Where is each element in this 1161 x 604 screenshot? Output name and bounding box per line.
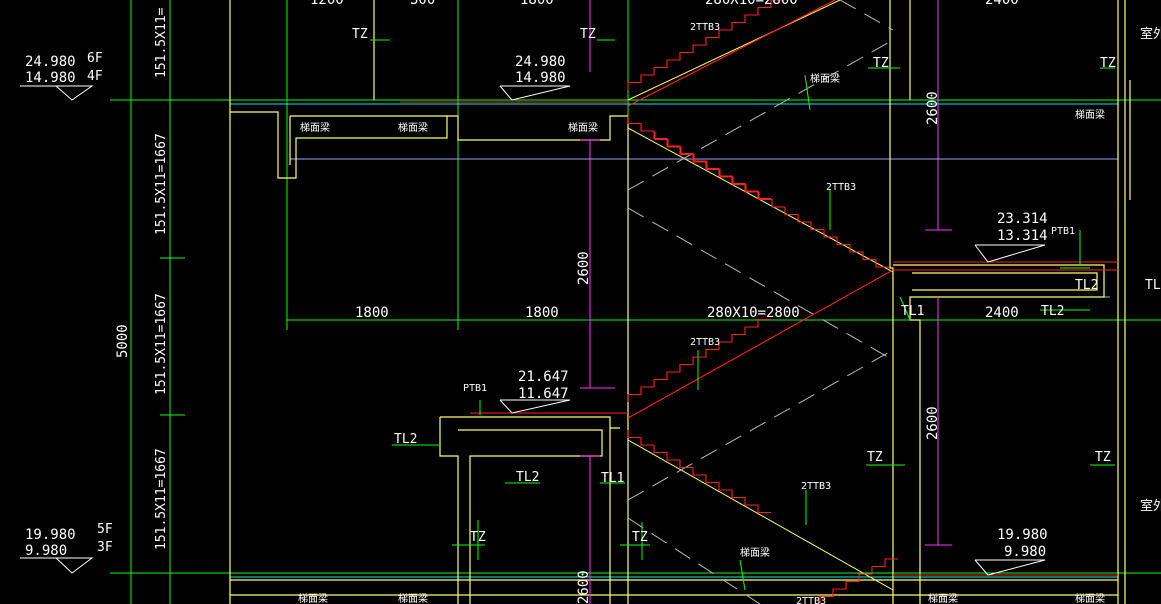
top-dim-3: 1800	[520, 0, 554, 8]
landing-mid-left-b: 11.647	[518, 386, 569, 402]
vertical-dim-1: 151.5X11=1667	[154, 133, 169, 235]
beam-label-9: 梯面梁	[928, 592, 958, 604]
mid-dim-2: 1800	[525, 305, 559, 321]
floor-label-bottom-a: 5F	[97, 522, 113, 537]
stair-label-1: 2TTB3	[690, 22, 720, 33]
landing-top-left-a: 24.980	[515, 54, 566, 70]
hidden-stairs	[627, 0, 894, 604]
stair-label-3: 2TTB3	[690, 337, 720, 348]
tz-label-6: TZ	[1095, 450, 1111, 465]
landing-mid-right-b: 13.314	[997, 228, 1048, 244]
landing-top-left-b: 14.980	[515, 70, 566, 86]
room-label-1: 室外	[1140, 26, 1161, 42]
leader-lines	[370, 39, 1115, 591]
floor-lines	[110, 99, 1161, 578]
top-dim-1: 1200	[310, 0, 344, 8]
vertical-dim-total: 5000	[115, 324, 131, 358]
floor-label-bottom-b: 3F	[97, 540, 113, 555]
tl2-label-1: TL2	[1075, 278, 1098, 293]
mid-dim-4: 2400	[985, 305, 1019, 321]
stair-slabs	[627, 0, 894, 591]
mid-dim-1: 1800	[355, 305, 389, 321]
landing-bot-right-a: 19.980	[997, 527, 1048, 543]
tz-label-4: TZ	[1100, 56, 1116, 71]
tl2-label-2: TL2	[1041, 304, 1064, 319]
landing-mid-left-a: 21.647	[518, 369, 569, 385]
ptb1-label-1: PTB1	[1051, 226, 1075, 237]
tz-label-5: TZ	[867, 450, 883, 465]
height-3: 2600	[925, 406, 941, 440]
floor-label-top-b: 4F	[87, 69, 103, 84]
level-label-bottom-b: 9.980	[25, 543, 67, 559]
walls	[229, 0, 1131, 604]
vertical-dim-3: 151.5X11=1667	[154, 448, 169, 550]
beam-label-4: 梯面梁	[810, 72, 840, 85]
vertical-axis-lines	[130, 0, 1119, 604]
tl1-label-2: TL1	[601, 471, 624, 486]
stair-label-5: 2TTB3	[796, 596, 826, 604]
beam-label-5: 梯面梁	[1075, 108, 1105, 121]
top-dim-5: 2400	[985, 0, 1019, 8]
tz-label-8: TZ	[632, 530, 648, 545]
vertical-dim-top: 151.5X11=	[154, 7, 169, 78]
beam-label-6: 梯面梁	[740, 546, 770, 559]
mid-dim-3: 280X10=2800	[707, 305, 800, 321]
tz-label-3: TZ	[873, 56, 889, 71]
vertical-dim-ticks	[120, 99, 185, 574]
tz-label-2: TZ	[580, 27, 596, 42]
level-markers	[20, 85, 1046, 576]
tl2-label-5: TL2	[516, 470, 539, 485]
tl2-label-3: TL2	[1145, 278, 1161, 293]
stair-label-2: 2TTB3	[826, 182, 856, 193]
vertical-dim-2: 151.5X11=1667	[154, 293, 169, 395]
red-stair-steps	[400, 0, 1118, 604]
ptb1-label-2: PTB1	[463, 383, 487, 394]
height-dims	[580, 0, 952, 604]
level-label-top-a: 24.980	[25, 54, 76, 70]
beam-label-3: 梯面梁	[568, 121, 598, 134]
tz-label-1: TZ	[352, 27, 368, 42]
stair-label-4: 2TTB3	[801, 481, 831, 492]
beam-label-2: 梯面梁	[398, 121, 428, 134]
floor-label-top-a: 6F	[87, 51, 103, 66]
height-1: 2600	[576, 251, 592, 285]
beam-label-1: 梯面梁	[300, 121, 330, 134]
tz-label-7: TZ	[470, 530, 486, 545]
height-2: 2600	[925, 91, 941, 125]
landing-mid-right-a: 23.314	[997, 211, 1048, 227]
beam-label-8: 梯面梁	[398, 592, 428, 604]
beam-label-7: 梯面梁	[298, 592, 328, 604]
top-dim-2: 300	[410, 0, 435, 8]
beam-label-10: 梯面梁	[1075, 592, 1105, 604]
tl2-label-4: TL2	[394, 432, 417, 447]
height-4: 2600	[576, 570, 592, 604]
landing-bot-right-b: 9.980	[1004, 544, 1046, 560]
top-dim-4: 280X10=2800	[705, 0, 798, 8]
tl1-label-1: TL1	[901, 304, 924, 319]
room-label-2: 室外	[1140, 498, 1161, 514]
level-label-top-b: 14.980	[25, 70, 76, 86]
level-label-bottom-a: 19.980	[25, 527, 76, 543]
